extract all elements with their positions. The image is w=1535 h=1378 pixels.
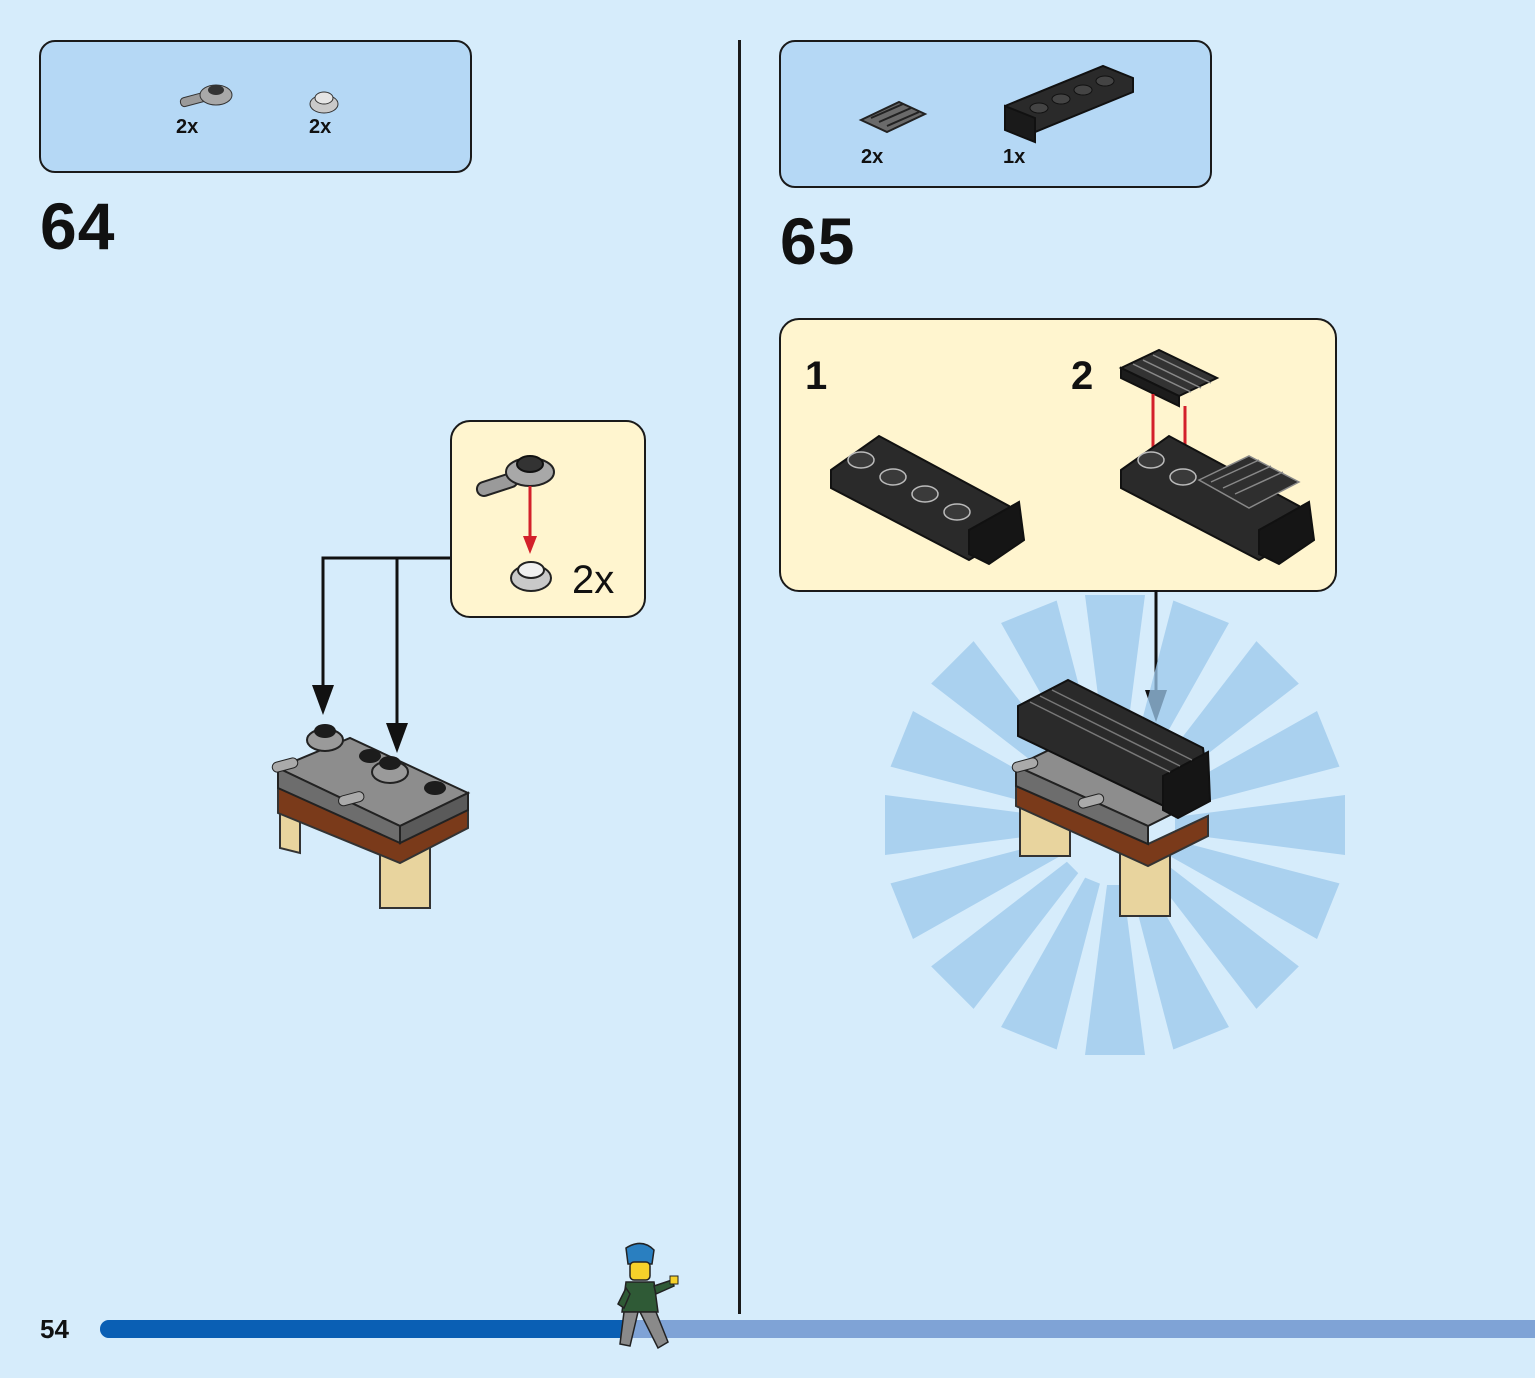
step-65-model-illustration (1011, 678, 1212, 917)
minifigure-progress-marker-icon (617, 1242, 679, 1350)
round-plate-subpart-icon (510, 561, 552, 592)
step-65-parts-box: 2x 1x (779, 40, 1212, 188)
part-qty-grille-tile: 2x (861, 146, 884, 168)
curved-slope-brick-piece-icon (1004, 64, 1134, 144)
step-64-callout-arrows (312, 556, 450, 753)
part-qty-bracket: 2x (176, 116, 199, 138)
grille-tile-piece-icon (858, 100, 928, 134)
part-qty-round-plate: 2x (309, 116, 332, 138)
red-down-arrow-icon (523, 486, 537, 554)
bracket-with-bar-subpart-icon (475, 455, 555, 497)
step-number-65: 65 (780, 204, 856, 278)
substep-label-1: 1 (805, 354, 828, 398)
page-column-divider (738, 40, 741, 1314)
round-plate-piece-icon (309, 91, 339, 114)
part-qty-curved-slope: 1x (1003, 146, 1026, 168)
step-number-64: 64 (40, 189, 116, 263)
step-64-parts-box: 2x 2x (39, 40, 472, 173)
bracket-with-bar-piece-icon (179, 84, 233, 108)
substep-2-grille-tiles-illustration (1118, 348, 1220, 408)
page-number: 54 (40, 1314, 69, 1344)
substep-1-curved-slope-illustration (830, 434, 1026, 566)
substep-label-2: 2 (1071, 354, 1094, 398)
highlight-burst-rays (885, 595, 1345, 1055)
subassembly-qty: 2x (572, 558, 615, 602)
step-64-subassembly-box: 2x (450, 420, 646, 618)
progress-bar-fill (100, 1320, 631, 1338)
substep-2-assembled-illustration (1120, 434, 1316, 566)
step-65-subassembly-box: 1 2 (779, 318, 1337, 592)
step-64-model-illustration (271, 724, 471, 909)
